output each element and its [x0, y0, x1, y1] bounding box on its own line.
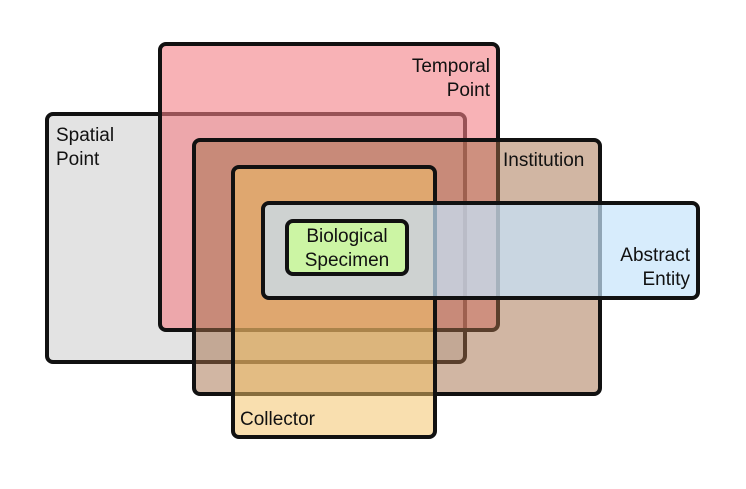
biological-specimen-label: Biological Specimen — [304, 226, 390, 271]
abstract-entity-label: Abstract Entity — [620, 245, 690, 290]
institution-label: Institution — [503, 150, 585, 171]
collector-label: Collector — [240, 409, 315, 430]
biological-specimen-box — [285, 219, 409, 276]
spatial-point-label: Spatial Point — [56, 125, 115, 170]
temporal-point-label: Temporal Point — [411, 56, 490, 101]
